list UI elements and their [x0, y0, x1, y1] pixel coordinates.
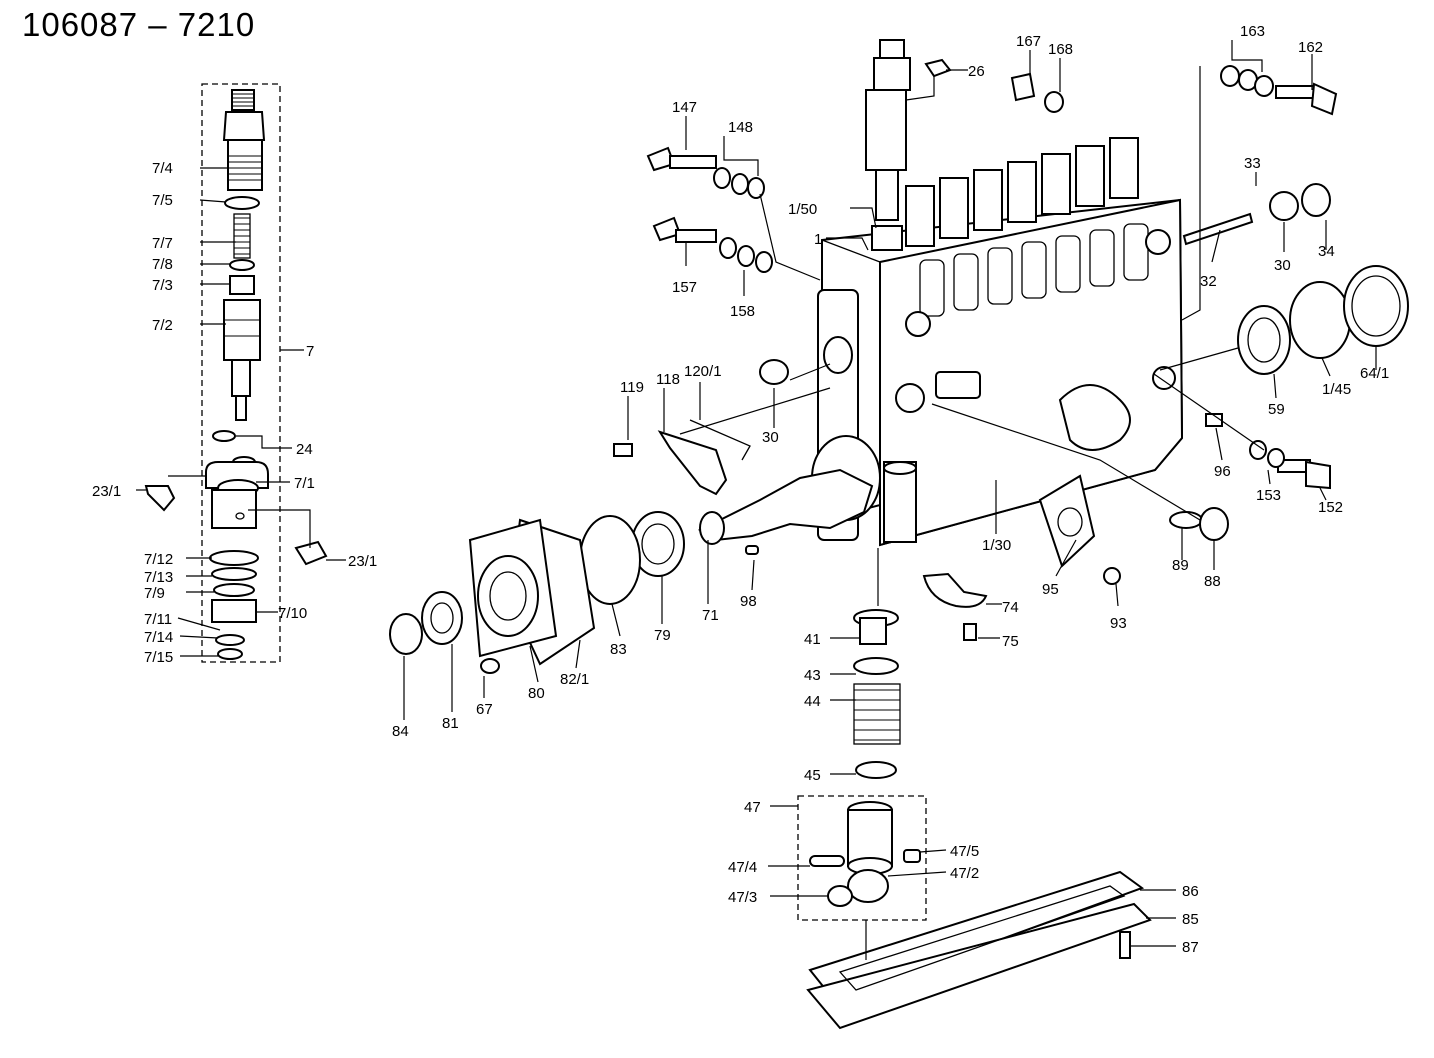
- callout-47-3: 47/3: [728, 889, 757, 906]
- pump-housing: [811, 39, 1184, 547]
- diagram-title: 106087 – 7210: [22, 6, 256, 43]
- callout-32: 32: [1200, 273, 1217, 290]
- callout-47-5: 47/5: [950, 843, 979, 860]
- callout-71: 71: [702, 607, 719, 624]
- callout-7-13: 7/13: [144, 569, 173, 586]
- callout-168: 168: [1048, 41, 1073, 58]
- callout-79: 79: [654, 627, 671, 644]
- callout-118: 118: [656, 371, 680, 388]
- callout-7-2: 7/2: [152, 317, 173, 334]
- callout-84: 84: [392, 723, 409, 740]
- callout-87: 87: [1182, 939, 1199, 956]
- callout-47-2: 47/2: [950, 865, 979, 882]
- callout-47-4: 47/4: [728, 859, 757, 876]
- callout-41: 41: [804, 631, 821, 648]
- callout-7-12: 7/12: [144, 551, 173, 568]
- callout-167: 167: [1016, 33, 1041, 50]
- callout-44: 44: [804, 693, 821, 710]
- callout-1-45: 1/45: [1322, 381, 1351, 398]
- callout-152: 152: [1318, 499, 1343, 516]
- callout-74: 74: [1002, 599, 1019, 616]
- bolts: [613, 58, 1338, 641]
- callout-7-4: 7/4: [152, 160, 173, 177]
- callout-88: 88: [1204, 573, 1221, 590]
- callout-26: 26: [968, 63, 985, 80]
- callout-147: 147: [672, 99, 697, 116]
- bracket-group: [657, 359, 1096, 608]
- callout-30-mid: 30: [762, 429, 779, 446]
- callout-47: 47: [744, 799, 761, 816]
- callout-45: 45: [804, 767, 821, 784]
- callout-157: 157: [672, 279, 697, 296]
- leader-lines: [136, 40, 1377, 960]
- callout-80: 80: [528, 685, 545, 702]
- callout-64-1: 64/1: [1360, 365, 1389, 382]
- callout-7-3: 7/3: [152, 277, 173, 294]
- callout-7-9: 7/9: [144, 585, 165, 602]
- callout-153: 153: [1256, 487, 1281, 504]
- callout-labels: 7/4 7/5 7/7 7/8 7/3 7/2 7 24 7/1 23/1 23…: [92, 23, 1389, 956]
- callout-162: 162: [1298, 39, 1323, 56]
- callout-43: 43: [804, 667, 821, 684]
- callout-7-15: 7/15: [144, 649, 173, 666]
- callout-96: 96: [1214, 463, 1231, 480]
- rear-bearing-group: [1169, 183, 1409, 541]
- callout-7-8: 7/8: [152, 256, 173, 273]
- callout-81: 81: [442, 715, 459, 732]
- callout-7-11: 7/11: [144, 611, 172, 628]
- callout-59: 59: [1268, 401, 1285, 418]
- callout-163: 163: [1240, 23, 1265, 40]
- callout-1-30: 1/30: [982, 537, 1011, 554]
- callout-89: 89: [1172, 557, 1189, 574]
- callout-7-10: 7/10: [278, 605, 307, 622]
- callout-85: 85: [1182, 911, 1199, 928]
- callout-1: 1: [814, 231, 822, 248]
- callout-120-1: 120/1: [684, 363, 722, 380]
- element-barrels: [905, 137, 1139, 247]
- callout-148: 148: [728, 119, 753, 136]
- callout-82-1: 82/1: [560, 671, 589, 688]
- housing-windows: [919, 223, 1149, 317]
- callout-7-7: 7/7: [152, 235, 173, 252]
- callout-95: 95: [1042, 581, 1059, 598]
- callout-75: 75: [1002, 633, 1019, 650]
- callout-34: 34: [1318, 243, 1335, 260]
- delivery-valve-assembly: [144, 83, 328, 663]
- callout-23-1-right: 23/1: [348, 553, 377, 570]
- callout-24: 24: [296, 441, 313, 458]
- callout-1-50: 1/50: [788, 201, 817, 218]
- callout-119: 119: [620, 379, 644, 396]
- callout-158: 158: [730, 303, 755, 320]
- callout-7-5: 7/5: [152, 192, 173, 209]
- callout-30-top: 30: [1274, 257, 1291, 274]
- callout-67: 67: [476, 701, 493, 718]
- callout-83: 83: [610, 641, 627, 658]
- callout-86: 86: [1182, 883, 1199, 900]
- camshaft-group: [389, 468, 874, 674]
- callout-33: 33: [1244, 155, 1261, 172]
- callout-7-1: 7/1: [294, 475, 315, 492]
- callout-7: 7: [306, 343, 314, 360]
- bottom-cover-group: [806, 870, 1152, 1030]
- tappet-group: [797, 609, 927, 921]
- callout-98: 98: [740, 593, 757, 610]
- callout-93: 93: [1110, 615, 1127, 632]
- callout-7-14: 7/14: [144, 629, 173, 646]
- callout-23-1-left: 23/1: [92, 483, 121, 500]
